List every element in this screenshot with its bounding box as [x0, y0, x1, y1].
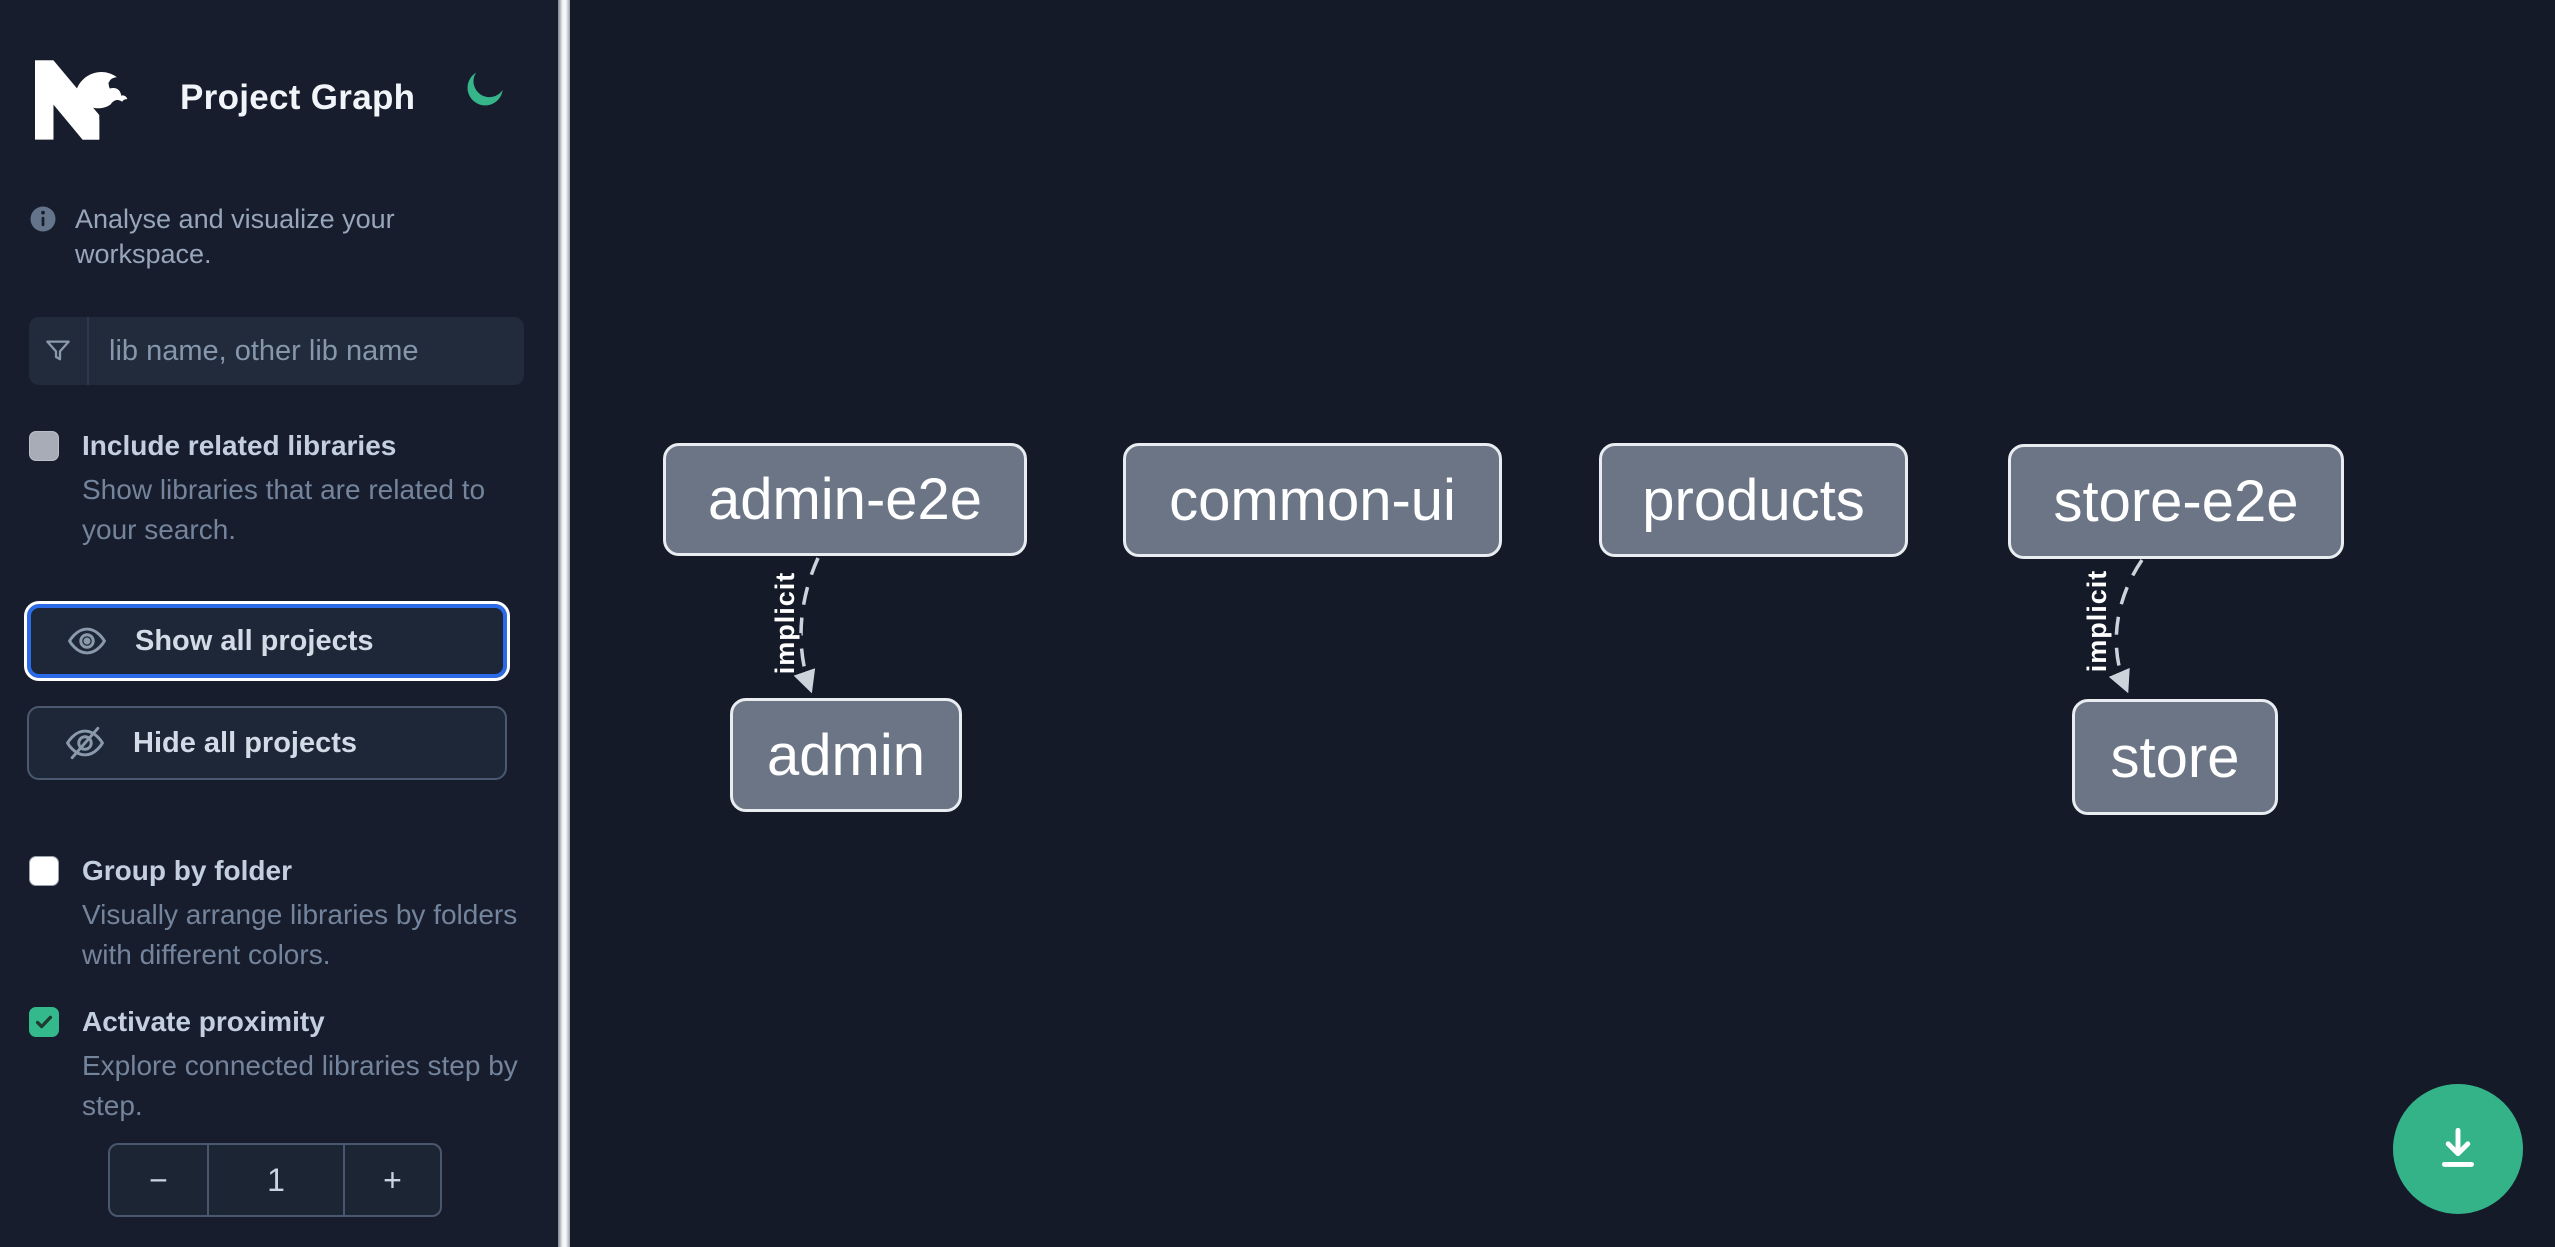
toggle-group-by-folder: Group by folder Visually arrange librari…	[29, 852, 534, 975]
check-icon	[35, 1015, 53, 1029]
proximity-depth-stepper: − 1 +	[108, 1143, 442, 1217]
graph-node-admin[interactable]: admin	[730, 698, 962, 812]
toggle-include-related-libraries: Include related libraries Show libraries…	[29, 427, 534, 550]
toggle-label[interactable]: Group by folder	[82, 855, 292, 886]
graph-node-admin-e2e[interactable]: admin-e2e	[663, 443, 1027, 556]
toggle-label[interactable]: Include related libraries	[82, 430, 397, 461]
show-all-projects-button[interactable]: Show all projects	[24, 601, 510, 681]
filter-input[interactable]	[89, 317, 524, 385]
download-icon	[2442, 1127, 2474, 1167]
funnel-icon	[29, 317, 89, 385]
edge-store-e2e-to-store: implicit	[2080, 559, 2144, 694]
decrement-button[interactable]: −	[110, 1145, 207, 1215]
sidebar-resize-handle[interactable]	[558, 0, 570, 1247]
graph-canvas[interactable]: implicit implicit admin-e2e common-ui pr…	[570, 0, 2555, 1247]
download-graph-button[interactable]	[2393, 1084, 2523, 1214]
toggle-description: Visually arrange libraries by folders wi…	[82, 899, 518, 970]
page-title: Project Graph	[180, 78, 416, 117]
nx-logo	[35, 60, 128, 140]
workspace-info: Analyse and visualize your workspace.	[28, 202, 533, 272]
increment-button[interactable]: +	[345, 1145, 440, 1215]
eye-off-icon	[65, 726, 105, 760]
toggle-description: Explore connected libraries step by step…	[82, 1050, 518, 1121]
button-label: Hide all projects	[133, 726, 358, 759]
info-text: Analyse and visualize your workspace.	[75, 204, 395, 269]
hide-all-projects-button[interactable]: Hide all projects	[27, 706, 507, 780]
stepper-value: 1	[207, 1145, 345, 1215]
activate-proximity-checkbox[interactable]	[29, 1007, 59, 1037]
graph-node-store-e2e[interactable]: store-e2e	[2008, 444, 2344, 559]
graph-node-common-ui[interactable]: common-ui	[1123, 443, 1502, 557]
graph-node-store[interactable]: store	[2072, 699, 2278, 815]
toggle-label[interactable]: Activate proximity	[82, 1006, 325, 1037]
toggle-activate-proximity: Activate proximity Explore connected lib…	[29, 1003, 534, 1126]
filter-box	[29, 317, 524, 385]
edge-label: implicit	[2082, 570, 2112, 673]
moon-icon	[467, 72, 503, 105]
eye-icon	[67, 627, 107, 655]
info-icon	[30, 206, 56, 232]
edge-label: implicit	[770, 572, 800, 675]
graph-node-products[interactable]: products	[1599, 443, 1908, 557]
toggle-description: Show libraries that are related to your …	[82, 474, 486, 545]
edge-admin-e2e-to-admin: implicit	[768, 557, 820, 694]
graph-edges: implicit implicit	[768, 557, 2144, 694]
theme-toggle-button[interactable]	[452, 56, 518, 122]
button-label: Show all projects	[135, 624, 374, 657]
sidebar: Project Graph Analyse and visualize your…	[0, 0, 558, 1247]
group-by-folder-checkbox[interactable]	[29, 856, 59, 886]
include-related-checkbox[interactable]	[29, 431, 59, 461]
